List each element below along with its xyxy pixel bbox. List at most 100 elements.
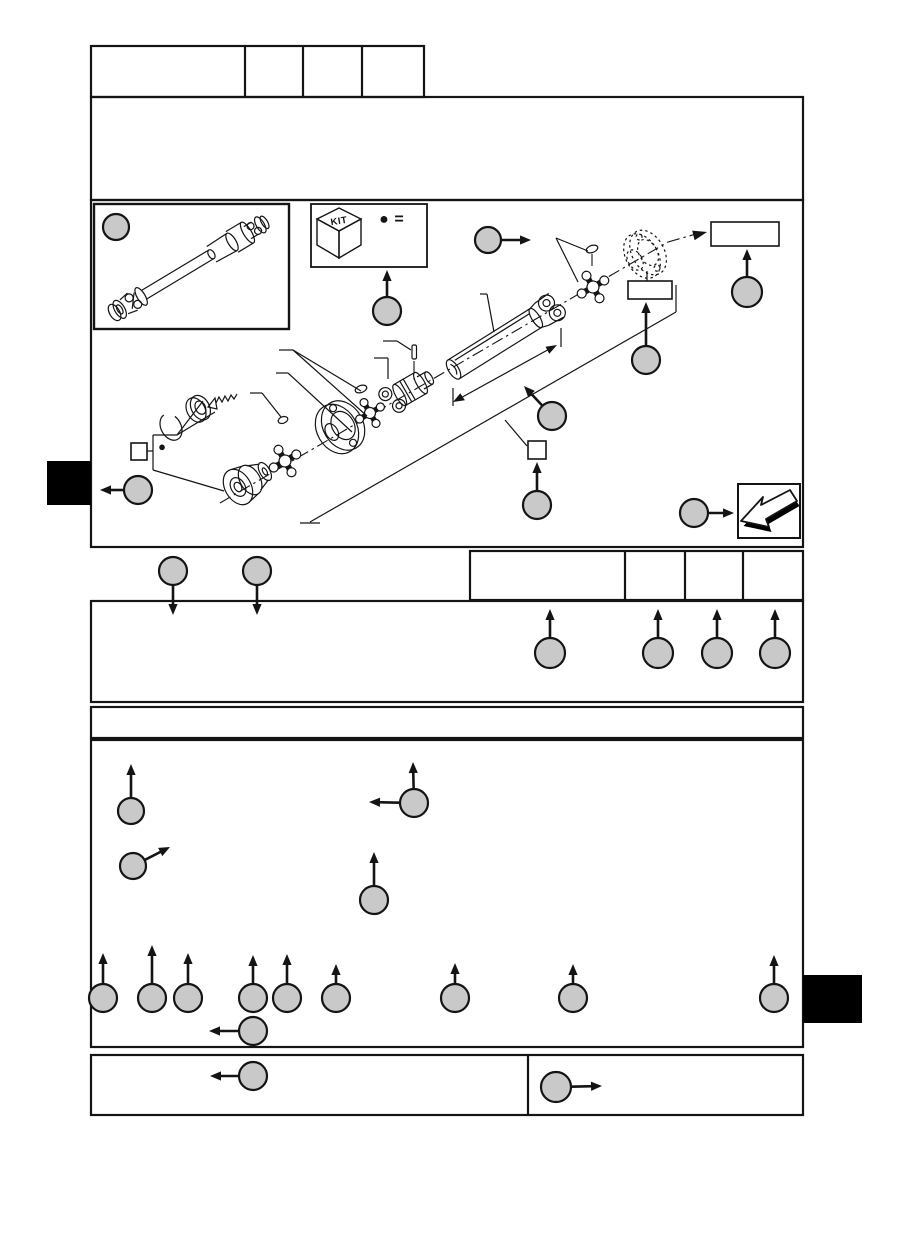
- callout-arrowhead: [126, 764, 136, 775]
- kit-cube-label: KIT: [330, 215, 348, 228]
- kit-cube-icon: [315, 207, 363, 260]
- callout-balloons: [87, 212, 792, 1104]
- callout-inset-balloon: [101, 212, 131, 242]
- callout-row-1: [87, 953, 119, 1014]
- callout-arrowhead: [248, 955, 258, 966]
- right-page-tab: [803, 975, 862, 1023]
- callout-circle: [136, 982, 168, 1014]
- callout-circle: [271, 982, 303, 1014]
- leader-lines: [147, 237, 677, 524]
- callout-circle: [237, 1060, 269, 1092]
- callout-circle: [758, 636, 792, 670]
- callout-below-diagram-2: [241, 555, 273, 615]
- title-band: [89, 95, 805, 202]
- callout-row-8: [557, 964, 589, 1014]
- callout-circle: [172, 982, 204, 1014]
- callout-arrowhead: [252, 604, 262, 615]
- callout-arrowhead: [532, 462, 542, 473]
- callout-circle: [101, 212, 131, 242]
- callout-arrowhead: [770, 609, 780, 620]
- callout-arrowhead: [450, 963, 460, 974]
- callout-joint-label-balloon: [630, 302, 662, 376]
- callout-arrowhead: [331, 964, 341, 975]
- left-page-tab: [47, 461, 91, 505]
- callout-arrowhead: [568, 964, 578, 975]
- callout-row-3: [172, 953, 204, 1014]
- callout-arrowhead: [590, 1081, 602, 1091]
- callout-left-exit-balloon: [100, 474, 154, 506]
- callout-arrowhead: [653, 609, 663, 620]
- mid-right-table: [468, 549, 805, 602]
- callout-kit-balloon: [371, 270, 403, 327]
- callout-circle: [521, 489, 553, 521]
- callout-dimension-balloon: [524, 386, 568, 432]
- callout-arrowhead: [369, 852, 379, 863]
- callout-row-4: [237, 955, 269, 1014]
- callout-arrowhead: [158, 847, 170, 857]
- callout-circle: [358, 884, 390, 916]
- callout-circle: [536, 400, 568, 432]
- callout-circle: [241, 555, 273, 587]
- kit-dot-icon: ●: [379, 211, 389, 228]
- callout-midtable-3: [700, 609, 734, 670]
- callout-arrowhead: [520, 235, 531, 245]
- direction-of-travel-icon: [737, 483, 801, 539]
- callout-bottom-left-balloon: [210, 1060, 269, 1092]
- empty-label-boxes: [130, 221, 780, 461]
- callout-arrowhead: [147, 945, 157, 956]
- callout-arrowhead: [641, 302, 651, 313]
- callout-arrow-line: [143, 849, 163, 862]
- callout-circle: [237, 1015, 269, 1047]
- diagram-dot-icon: ●: [158, 439, 166, 454]
- callout-spider-top-balloon: [473, 225, 531, 255]
- callout-row-2: [136, 945, 168, 1014]
- callout-direction-balloon: [678, 497, 734, 529]
- callout-below-diagram-1: [157, 555, 189, 615]
- callout-arrowhead: [98, 953, 108, 964]
- kit-equals-sign: =: [394, 211, 403, 228]
- exploded-shaft-drawing: ●: [147, 229, 707, 524]
- callout-arrowhead: [183, 953, 193, 964]
- leader-arrowhead: [692, 230, 707, 241]
- band-3-narrow: [89, 705, 805, 740]
- bottom-table: [89, 1053, 805, 1117]
- callout-arrowhead: [723, 508, 734, 518]
- callout-row-9: [758, 955, 790, 1014]
- callout-circle: [533, 636, 567, 670]
- callout-circle: [87, 982, 119, 1014]
- callout-circle: [758, 982, 790, 1014]
- lock-pin: [411, 344, 418, 381]
- callout-flange-label-balloon: [730, 249, 764, 309]
- callout-arrowhead: [210, 1071, 221, 1081]
- diagram-frame: [89, 198, 805, 549]
- callout-circle: [398, 787, 430, 819]
- callout-circle: [118, 851, 148, 881]
- callout-circle: [320, 982, 352, 1014]
- callout-arrowhead: [545, 609, 555, 620]
- callout-row-5: [271, 954, 303, 1014]
- callout-arrowhead: [712, 609, 722, 620]
- callout-circle: [557, 982, 589, 1014]
- right-square-label: [527, 440, 547, 460]
- kit-legend-box: KIT ● =: [310, 203, 428, 268]
- inset-assembled-shaft: [92, 202, 291, 331]
- callout-midtable-2: [641, 609, 675, 670]
- callout-panel-up-2: [358, 852, 390, 916]
- callout-circle: [678, 497, 710, 529]
- callout-circle: [700, 636, 734, 670]
- band-4-large: [89, 738, 805, 1049]
- callout-circle: [122, 474, 154, 506]
- callout-arrowhead: [408, 762, 418, 774]
- callout-arrow-line: [529, 391, 544, 407]
- callout-arrowhead: [382, 270, 392, 281]
- callout-circle: [630, 344, 662, 376]
- callout-panel-up-left: [369, 762, 430, 819]
- callout-arrowhead: [769, 955, 779, 966]
- left-square-label: [130, 442, 148, 461]
- callout-arrowhead: [369, 797, 381, 807]
- callout-arrowhead: [168, 604, 178, 615]
- callout-arrowhead: [524, 386, 535, 398]
- callout-circle: [116, 796, 146, 826]
- flange-label-box: [710, 221, 780, 247]
